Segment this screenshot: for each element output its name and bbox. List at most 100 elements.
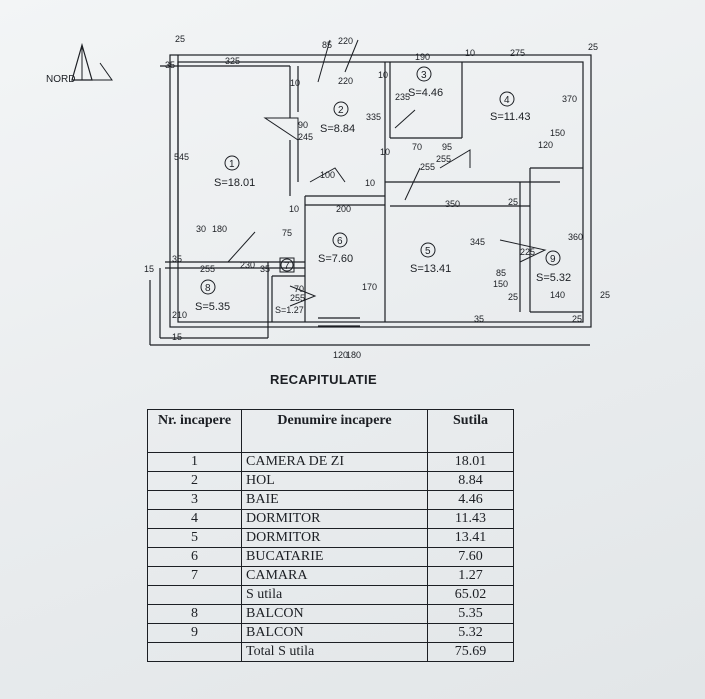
svg-text:170: 170	[362, 282, 377, 292]
room-label-3: 3 S=4.46	[408, 66, 443, 99]
svg-text:120: 120	[333, 350, 348, 360]
svg-text:25: 25	[572, 314, 582, 324]
svg-text:230: 230	[240, 260, 255, 270]
cell-nr: 8	[147, 604, 242, 624]
cell-sutila: 4.46	[427, 490, 514, 510]
svg-text:6: 6	[337, 236, 343, 247]
svg-text:220: 220	[338, 76, 353, 86]
cell-name: Total S utila	[241, 642, 428, 662]
cell-sutila: 65.02	[427, 585, 514, 605]
cell-sutila: 11.43	[427, 509, 514, 529]
svg-text:10: 10	[365, 178, 375, 188]
svg-text:25: 25	[508, 197, 518, 207]
svg-text:150: 150	[550, 128, 565, 138]
svg-text:25: 25	[600, 290, 610, 300]
svg-text:70: 70	[412, 142, 422, 152]
cell-nr	[147, 642, 242, 662]
cell-nr: 1	[147, 452, 242, 472]
svg-text:120: 120	[538, 140, 553, 150]
svg-text:3: 3	[421, 70, 427, 81]
cell-sutila: 7.60	[427, 547, 514, 567]
svg-text:180: 180	[346, 350, 361, 360]
svg-text:210: 210	[172, 310, 187, 320]
cell-name: CAMARA	[241, 566, 428, 586]
cell-nr: 6	[147, 547, 242, 567]
svg-text:S=7.60: S=7.60	[318, 253, 353, 265]
svg-text:85: 85	[322, 40, 332, 50]
cell-name: HOL	[241, 471, 428, 491]
room-label-4: 4 S=11.43	[490, 91, 530, 123]
svg-text:360: 360	[568, 232, 583, 242]
svg-text:S=8.84: S=8.84	[320, 123, 355, 135]
door-swings	[227, 39, 547, 307]
cell-sutila: 5.35	[427, 604, 514, 624]
svg-text:35: 35	[260, 264, 270, 274]
room-label-7: 7 S=1.27	[275, 257, 304, 315]
svg-text:35: 35	[172, 254, 182, 264]
room-label-9: 9 S=5.32	[536, 250, 571, 284]
svg-text:200: 200	[336, 204, 351, 214]
svg-text:7: 7	[284, 261, 290, 272]
plan-walls	[149, 54, 592, 346]
cell-name: DORMITOR	[241, 528, 428, 548]
svg-text:10: 10	[289, 204, 299, 214]
svg-text:95: 95	[442, 142, 452, 152]
svg-text:545: 545	[174, 152, 189, 162]
cell-nr: 5	[147, 528, 242, 548]
cell-sutila: 8.84	[427, 471, 514, 491]
svg-text:275: 275	[510, 48, 525, 58]
cell-name: BALCON	[241, 604, 428, 624]
table-header-row: Nr. incapere Denumire incapere Sutila	[147, 409, 514, 453]
cell-sutila: 5.32	[427, 623, 514, 643]
svg-text:1: 1	[229, 159, 235, 170]
cell-name: BUCATARIE	[241, 547, 428, 567]
north-arrow-icon	[71, 42, 113, 81]
svg-text:4: 4	[504, 95, 510, 106]
svg-text:180: 180	[212, 224, 227, 234]
svg-text:75: 75	[282, 228, 292, 238]
svg-text:350: 350	[445, 199, 460, 209]
svg-text:15: 15	[172, 332, 182, 342]
room-label-1: 1 S=18.01	[214, 155, 255, 189]
cell-nr	[147, 585, 242, 605]
cell-nr: 3	[147, 490, 242, 510]
svg-text:S=5.32: S=5.32	[536, 272, 571, 284]
cell-nr: 2	[147, 471, 242, 491]
cell-nr: 4	[147, 509, 242, 529]
svg-text:S=13.41: S=13.41	[410, 263, 451, 275]
cell-nr: 7	[147, 566, 242, 586]
recap-title: RECAPITULATIE	[270, 372, 377, 387]
svg-text:8: 8	[205, 283, 211, 294]
svg-text:255: 255	[290, 293, 305, 303]
svg-text:220: 220	[338, 36, 353, 46]
svg-text:255: 255	[420, 162, 435, 172]
svg-text:255: 255	[200, 264, 215, 274]
cell-sutila: 13.41	[427, 528, 514, 548]
svg-text:9: 9	[550, 254, 556, 265]
cell-name: DORMITOR	[241, 509, 428, 529]
room-label-5: 5 S=13.41	[410, 242, 451, 275]
svg-text:225: 225	[520, 247, 535, 257]
svg-text:35: 35	[165, 60, 175, 70]
svg-text:245: 245	[298, 132, 313, 142]
cell-sutila: 18.01	[427, 452, 514, 472]
cell-nr: 9	[147, 623, 242, 643]
svg-text:2: 2	[338, 105, 344, 116]
svg-text:15: 15	[144, 264, 154, 274]
svg-text:190: 190	[415, 52, 430, 62]
cell-name: BAIE	[241, 490, 428, 510]
svg-text:70: 70	[294, 284, 304, 294]
svg-text:325: 325	[225, 56, 240, 66]
room-label-2: 2 S=8.84	[320, 101, 355, 135]
svg-text:25: 25	[588, 42, 598, 52]
